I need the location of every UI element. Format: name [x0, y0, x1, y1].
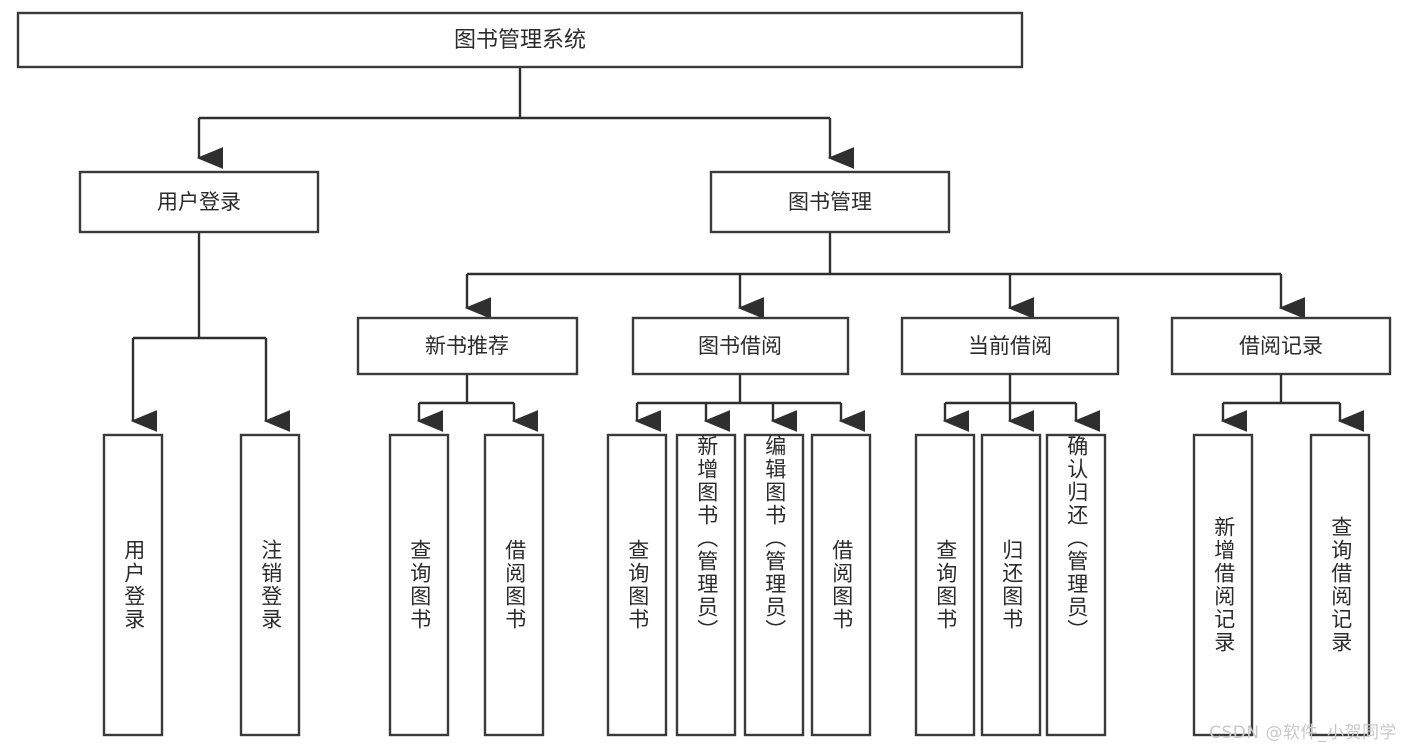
leaf-box-query-book-2[interactable]: [606, 433, 668, 737]
node-book-manage-label: 图书管理: [788, 190, 872, 214]
node-book-manage-box[interactable]: [709, 170, 951, 234]
edges-borrow-record-to-leaves: [1220, 374, 1365, 432]
edges-current-borrow-to-leaves: [942, 374, 1101, 432]
node-root[interactable]: 图书管理系统: [16, 11, 1024, 69]
node-current-borrow[interactable]: 当前借阅: [900, 316, 1120, 376]
node-root-box[interactable]: [16, 11, 1024, 69]
leaf-box-query-book-1[interactable]: [388, 433, 450, 737]
node-new-book-recommend-label: 新书推荐: [425, 334, 509, 358]
node-root-label: 图书管理系统: [454, 28, 586, 53]
node-user-login-box[interactable]: [78, 170, 320, 234]
node-new-book-recommend[interactable]: 新书推荐: [356, 316, 579, 376]
leaf-box-user-login[interactable]: [102, 433, 164, 737]
leaf-box-return-book[interactable]: [980, 433, 1042, 737]
leaf-box-add-record[interactable]: [1192, 433, 1254, 737]
leaf-box-borrow-book-2[interactable]: [810, 433, 872, 737]
node-new-book-recommend-box[interactable]: [356, 316, 579, 376]
node-borrow-record-box[interactable]: [1170, 316, 1392, 376]
edges-book-borrow-to-leaves: [634, 374, 866, 432]
leaf-box-user-logout[interactable]: [239, 433, 301, 737]
watermark-csdn: CSDN @软件_小贺同学: [1209, 723, 1397, 743]
leaf-box-query-record[interactable]: [1309, 433, 1371, 737]
leaf-box-query-book-3[interactable]: [914, 433, 976, 737]
node-user-login-label: 用户登录: [157, 190, 241, 214]
node-borrow-record-label: 借阅记录: [1239, 334, 1323, 358]
leaf-boxes: [102, 433, 1371, 737]
leaf-box-borrow-book-1[interactable]: [483, 433, 545, 737]
leaf-box-add-book[interactable]: [675, 433, 737, 737]
edges-user-login-to-leaves: [130, 232, 291, 432]
node-book-manage[interactable]: 图书管理: [709, 170, 951, 234]
edges-new-book-to-leaves: [416, 374, 539, 432]
node-current-borrow-label: 当前借阅: [968, 334, 1052, 358]
node-book-borrow[interactable]: 图书借阅: [631, 316, 850, 376]
node-borrow-record[interactable]: 借阅记录: [1170, 316, 1392, 376]
edges-book-manage-to-level3: [464, 232, 1306, 319]
node-book-borrow-label: 图书借阅: [698, 334, 782, 358]
node-book-borrow-box[interactable]: [631, 316, 850, 376]
node-current-borrow-box[interactable]: [900, 316, 1120, 376]
leaf-box-confirm-return[interactable]: [1045, 433, 1107, 737]
leaf-box-edit-book[interactable]: [743, 433, 805, 737]
edges-root-to-level2: [196, 67, 855, 169]
node-user-login[interactable]: 用户登录: [78, 170, 320, 234]
